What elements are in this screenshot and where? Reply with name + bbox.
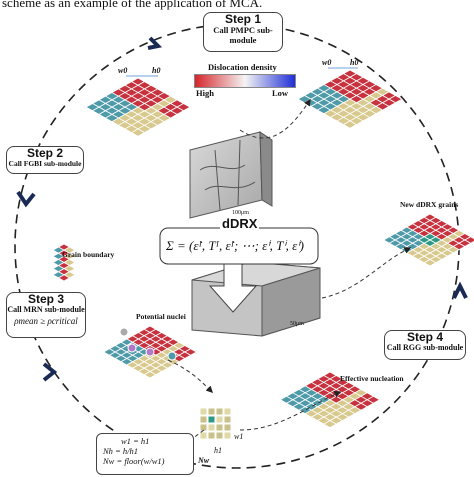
connector-3: [167, 359, 213, 393]
subcell: [223, 407, 232, 416]
step3-box: Step 3 Call MRN sub-module ρmean ≥ ρcrit…: [6, 292, 86, 338]
step2-box: Step 2 Call FGBI sub-module: [6, 146, 84, 174]
step3-title: Step 3: [27, 292, 64, 306]
grain-grid-step1-left: [85, 77, 191, 137]
nucleus-marker: [167, 351, 177, 361]
step1-title: Step 1: [224, 12, 261, 26]
label-h0-right: h0: [350, 58, 359, 67]
connector-2: [321, 247, 412, 299]
formula-line1: w1 = h1: [121, 436, 150, 446]
step4-box: Step 4 Call RGG sub-module: [384, 330, 466, 360]
nucleus-marker: [127, 343, 137, 353]
subcell: [207, 431, 216, 440]
label-w0-left: w0: [118, 66, 128, 75]
grain-cell: [57, 274, 71, 282]
cycle-arrow-1: [147, 36, 163, 50]
center-equation: Σ = (ε̇ᴵ, Tᴵ, ε̇ᴵ; ⋯; ε̇ⁱ, Tⁱ, ε̇ⁱ): [166, 238, 304, 253]
legend-title: Dislocation density: [208, 62, 277, 72]
grain-grid-step1-right: [297, 69, 403, 129]
step1-box: Step 1 Call PMPC sub- module: [203, 12, 283, 52]
grain-cell: [342, 120, 358, 129]
legend-bar: [194, 74, 296, 88]
connector-4: [239, 391, 342, 431]
connector-1: [239, 98, 311, 139]
cycle-arrow-2: [16, 190, 36, 208]
cycle-arrow-4: [452, 281, 468, 299]
potential-nuclei-grid: [102, 325, 198, 379]
subcell-grid: [199, 407, 232, 440]
step2-line1: Call FGBI sub-module: [8, 159, 82, 169]
label-new-ddrx: New dDRX grains: [400, 200, 459, 209]
cycle-arrow-3: [42, 362, 58, 382]
subcell: [207, 415, 216, 424]
nucleus-marker: [145, 347, 155, 357]
subcell: [215, 415, 224, 424]
formula-box: w1 = h1 Nh = h/h1 Nw = floor(w/w1): [96, 433, 194, 475]
step4-line1: Call RGG sub-module: [386, 343, 464, 353]
scale-top: 100μm: [232, 210, 249, 216]
grain-cell: [143, 371, 157, 379]
scale-bottom: 50μm: [290, 321, 304, 327]
label-w1: w1: [234, 432, 244, 441]
step2-title: Step 2: [26, 146, 63, 160]
micrograph-top: [189, 131, 273, 219]
subcell: [199, 431, 208, 440]
formula-line2: Nh = h/h1: [103, 446, 139, 456]
subcell: [199, 415, 208, 424]
step3-formula: ρmean ≥ ρcritical: [14, 315, 78, 326]
subcell: [223, 415, 232, 424]
grain-cell: [322, 420, 338, 429]
subcell: [199, 423, 208, 432]
new-ddrx-grid: [382, 213, 474, 267]
label-h1: h1: [214, 446, 222, 455]
label-nw: Nw: [198, 456, 210, 465]
grain-cell: [423, 259, 437, 267]
legend-high: High: [196, 88, 214, 98]
step3-line1: Call MRN sub-module: [7, 305, 85, 315]
label-h0-left: h0: [152, 66, 161, 75]
subcell: [223, 431, 232, 440]
step1-line2: module: [229, 34, 257, 45]
step4-title: Step 4: [406, 330, 443, 344]
label-potential-nuclei: Potential nuclei: [136, 312, 186, 321]
center-title: dDRX: [220, 216, 260, 231]
flow-arrow-big: [208, 261, 258, 313]
nucleus-marker: [119, 327, 129, 337]
top-caption: scheme as an example of the application …: [2, 0, 263, 10]
legend-low: Low: [272, 88, 289, 98]
subcell: [215, 407, 224, 416]
step1-line1: Call PMPC sub-: [213, 25, 273, 36]
subcell: [215, 431, 224, 440]
subcell: [223, 423, 232, 432]
grain-cell: [130, 128, 146, 137]
subcell: [199, 407, 208, 416]
grain-boundary-grid: [52, 243, 76, 282]
subcell: [215, 423, 224, 432]
label-effective-nucleation: Effective nucleation: [340, 374, 404, 383]
subcell: [207, 423, 216, 432]
label-w0-right: w0: [322, 58, 332, 67]
formula-line3: Nw = floor(w/w1): [103, 456, 165, 466]
label-grain-boundary: Grain boundary: [62, 250, 115, 259]
subcell: [207, 407, 216, 416]
